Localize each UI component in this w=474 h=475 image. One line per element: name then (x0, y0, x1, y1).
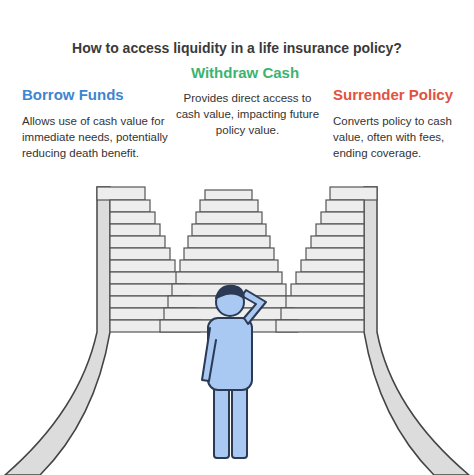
thinking-person (202, 286, 266, 458)
stair-steps (97, 187, 377, 332)
option-heading: Surrender Policy (333, 86, 453, 103)
diagram-title: How to access liquidity in a life insura… (0, 40, 474, 56)
option-heading: Borrow Funds (22, 86, 124, 103)
option-heading: Withdraw Cash (170, 64, 320, 81)
side-walls (5, 187, 469, 475)
option-description: Provides direct access to cash value, im… (175, 91, 320, 139)
option-description: Allows use of cash value for immediate n… (22, 114, 180, 162)
option-description: Converts policy to cash value, often wit… (333, 114, 465, 162)
